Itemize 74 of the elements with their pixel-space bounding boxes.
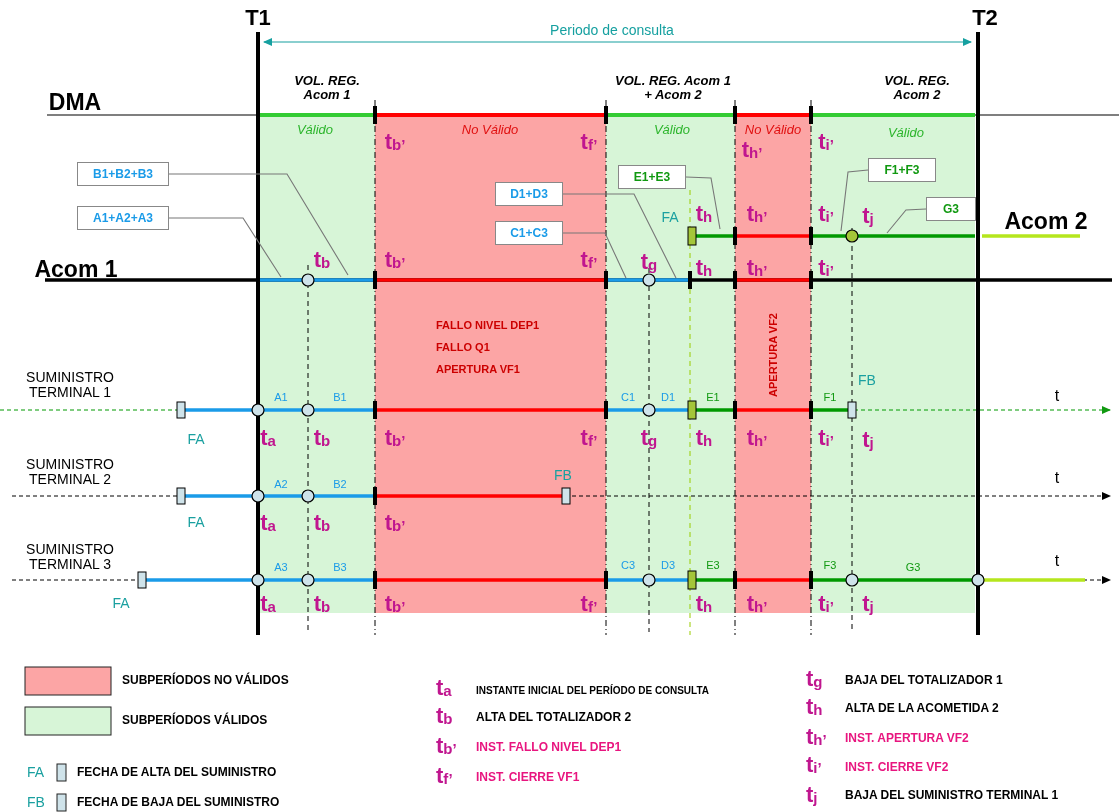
period-heading: VOL. REG. Acom 2 [883,73,951,103]
definition-text: INST. APERTURA VF2 [845,732,969,746]
leader-line [168,173,349,276]
definition-text: BAJA DEL SUMINISTRO TERMINAL 1 [845,789,1059,803]
leader-line [685,176,721,230]
line-label: Acom 1 [34,257,118,283]
segment-label: A1 [274,390,288,404]
status-label: Válido [887,125,925,141]
date-marker-label: FA [187,515,205,531]
status-label: Válido [296,122,334,138]
line-label: Acom 2 [1004,209,1088,235]
segment-label: A3 [274,560,288,574]
status-label: No Válido [744,122,802,138]
date-marker-label: FA [27,765,45,781]
definition-text: INST. CIERRE VF2 [845,761,949,775]
period-heading: VOL. REG. Acom 1 [293,73,361,103]
definition-text: INST. CIERRE VF1 [476,771,580,785]
callout-box: F1+F3 [868,158,936,182]
date-marker-label: FA [661,210,679,226]
callout-box: C1+C3 [495,221,563,245]
definition-text: INST. FALLO NIVEL DEP1 [476,741,622,755]
axis-label: t [1054,552,1060,570]
segment-label: B2 [333,477,347,491]
event-label: FALLO NIVEL DEP1 [436,318,540,332]
definition-text: ALTA DEL TOTALIZADOR 2 [476,711,632,725]
status-label: Válido [653,122,691,138]
callout-box: D1+D3 [495,182,563,206]
segment-label: E3 [706,558,720,572]
axis-label: t [1054,387,1060,405]
period-heading: VOL. REG. Acom 1 + Acom 2 [614,73,732,103]
segment-label: D3 [660,558,676,572]
segment-label: B1 [333,390,347,404]
definition-text: INSTANTE INICIAL DEL PERÍODO DE CONSULTA [476,684,709,696]
event-label: APERTURA VF2 [766,313,780,397]
leader-line [840,169,869,232]
definition-text: ALTA DE LA ACOMETIDA 2 [845,702,999,716]
segment-label: E1 [706,390,720,404]
axis-label: T2 [972,5,998,31]
segment-label: A2 [274,477,288,491]
segment-label: F1 [823,390,837,404]
leader-line [562,232,627,279]
segment-label: C1 [620,390,636,404]
date-marker-label: FA [112,596,130,612]
axis-label: T1 [245,5,271,31]
event-label: APERTURA VF1 [436,362,520,376]
line-label: SUMINISTRO TERMINAL 3 [25,541,115,573]
event-label: FALLO Q1 [436,340,490,354]
segment-label: D1 [660,390,676,404]
legend-text: SUBPERÍODOS VÁLIDOS [122,714,268,728]
date-marker-label: FB [858,373,876,389]
segment-label: B3 [333,560,347,574]
segment-label: G3 [905,560,921,574]
line-label: DMA [48,90,102,116]
date-marker-label: FB [27,795,45,811]
segment-label: F3 [823,558,837,572]
callout-box: A1+A2+A3 [77,206,169,230]
segment-label: C3 [620,558,636,572]
callout-box: G3 [926,197,976,221]
callout-box: B1+B2+B3 [77,162,169,186]
status-label: No Válido [461,122,519,138]
leader-line [886,208,927,234]
line-label: SUMINISTRO TERMINAL 1 [25,369,115,401]
legend-text: FECHA DE ALTA DEL SUMINISTRO [77,766,277,780]
definition-text: BAJA DEL TOTALIZADOR 1 [845,674,1003,688]
leader-line [562,193,677,279]
callout-box: E1+E3 [618,165,686,189]
legend-text: FECHA DE BAJA DEL SUMINISTRO [77,796,280,810]
period-label: Periodo de consulta [550,23,674,39]
legend-text: SUBPERÍODOS NO VÁLIDOS [122,674,289,688]
axis-label: t [1054,469,1060,487]
line-label: SUMINISTRO TERMINAL 2 [25,456,115,488]
leader-line [168,217,282,278]
date-marker-label: FA [187,432,205,448]
date-marker-label: FB [554,468,572,484]
